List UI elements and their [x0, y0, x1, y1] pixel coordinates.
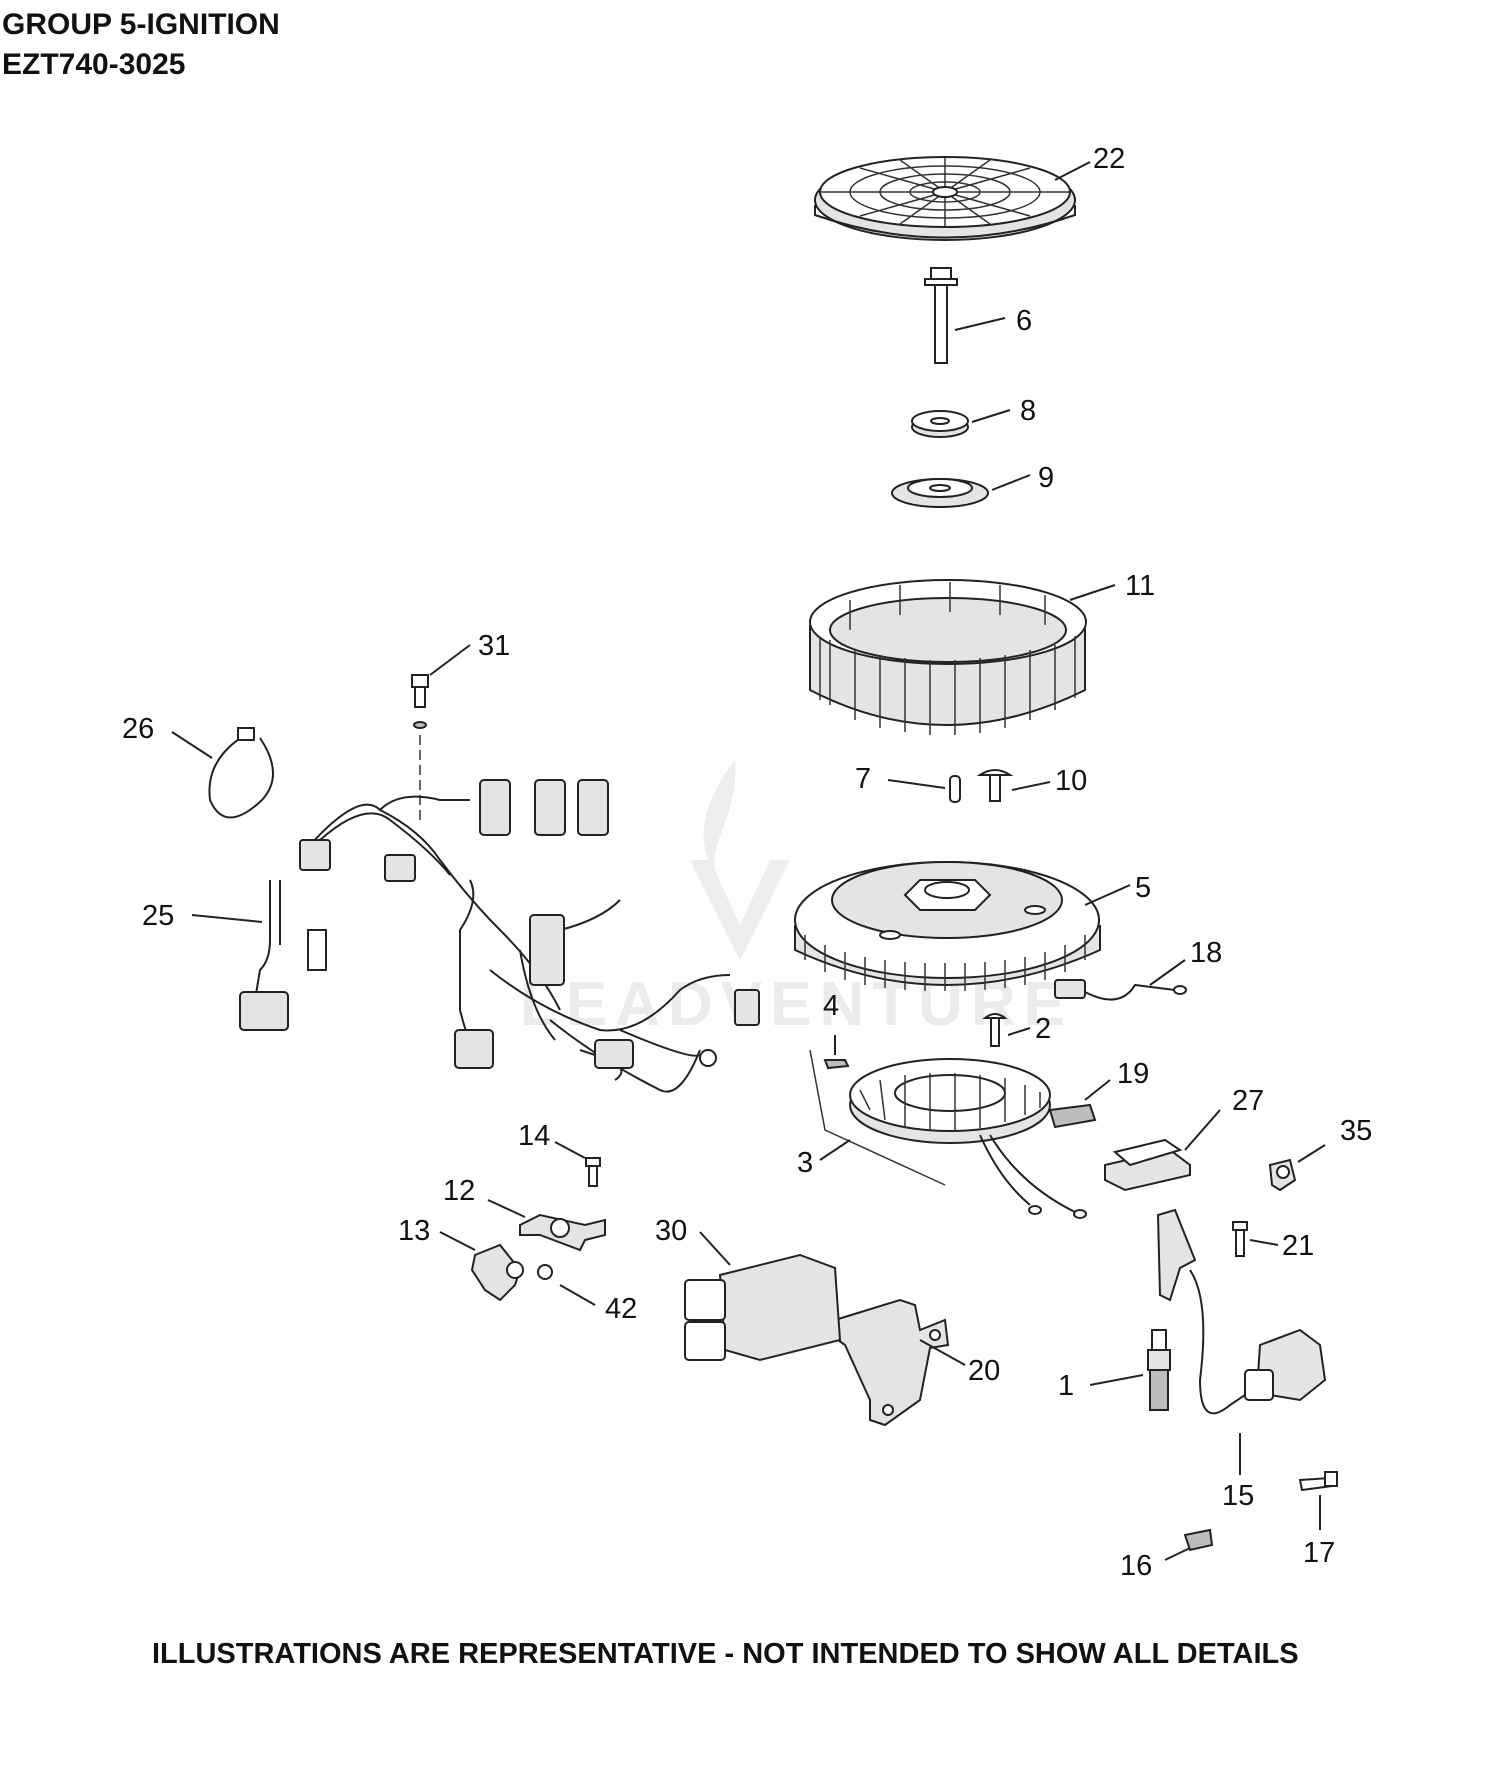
callout-16: 16 — [1120, 1550, 1152, 1582]
part-9-spring-washer[interactable] — [891, 478, 989, 508]
callout-20: 20 — [968, 1355, 1000, 1387]
part-2-screw[interactable] — [982, 1013, 1008, 1047]
disclaimer-footer: ILLUSTRATIONS ARE REPRESENTATIVE - NOT I… — [152, 1638, 1299, 1670]
part-15-ignition-coil[interactable] — [1156, 1208, 1327, 1415]
callout-12: 12 — [443, 1175, 475, 1207]
part-31-screw[interactable] — [411, 674, 429, 820]
part-19-rectifier[interactable] — [1048, 1103, 1097, 1129]
callout-35: 35 — [1340, 1115, 1372, 1147]
callout-8: 8 — [1020, 395, 1036, 427]
callout-9: 9 — [1038, 462, 1054, 494]
part-16-clip[interactable] — [1183, 1528, 1214, 1552]
part-12-sensor-bracket[interactable] — [519, 1213, 606, 1252]
part-5-flywheel[interactable] — [794, 861, 1101, 991]
part-11-cooling-fan[interactable] — [809, 579, 1087, 735]
callout-4: 4 — [823, 990, 839, 1022]
part-42-o-ring[interactable] — [537, 1264, 553, 1280]
part-26-tie-strap[interactable] — [208, 727, 274, 819]
callout-5: 5 — [1135, 872, 1151, 904]
callout-25: 25 — [142, 900, 174, 932]
part-13-sensor[interactable] — [470, 1243, 524, 1302]
callout-10: 10 — [1055, 765, 1087, 797]
part-22-flywheel-screen[interactable] — [814, 156, 1076, 241]
part-17-bolt[interactable] — [1298, 1471, 1338, 1492]
callout-19: 19 — [1117, 1058, 1149, 1090]
part-30-control-module[interactable] — [684, 1253, 842, 1362]
callout-7: 7 — [855, 763, 871, 795]
callout-42: 42 — [605, 1293, 637, 1325]
part-25-wiring-harness[interactable] — [239, 779, 760, 1093]
part-6-flywheel-bolt[interactable] — [924, 267, 958, 364]
part-35-clamp[interactable] — [1268, 1158, 1297, 1192]
callout-21: 21 — [1282, 1230, 1314, 1262]
part-10-screw[interactable] — [976, 769, 1014, 802]
part-7-flywheel-key[interactable] — [949, 775, 961, 803]
callout-13: 13 — [398, 1215, 430, 1247]
part-3-stator[interactable] — [849, 1058, 1087, 1219]
callout-27: 27 — [1232, 1085, 1264, 1117]
callout-31: 31 — [478, 630, 510, 662]
callout-14: 14 — [518, 1120, 550, 1152]
part-4-wire-clip[interactable] — [823, 1059, 850, 1070]
callout-11: 11 — [1125, 570, 1155, 602]
part-18-ground-lead[interactable] — [1054, 979, 1187, 1001]
part-27-regulator[interactable] — [1104, 1138, 1191, 1192]
callout-17: 17 — [1303, 1537, 1335, 1569]
callout-2: 2 — [1035, 1013, 1051, 1045]
part-20-bracket[interactable] — [833, 1298, 950, 1427]
callout-1: 1 — [1058, 1370, 1074, 1402]
part-14-screw[interactable] — [585, 1157, 601, 1187]
callout-26: 26 — [122, 713, 154, 745]
callout-22: 22 — [1093, 143, 1125, 175]
part-21-screw[interactable] — [1232, 1221, 1248, 1257]
callout-6: 6 — [1016, 305, 1032, 337]
callout-15: 15 — [1222, 1480, 1254, 1512]
callout-30: 30 — [655, 1215, 687, 1247]
part-8-washer[interactable] — [911, 410, 969, 438]
page-title: GROUP 5-IGNITION — [2, 8, 280, 41]
part-1-spark-plug[interactable] — [1147, 1329, 1171, 1411]
model-number: EZT740-3025 — [2, 48, 186, 81]
callout-3: 3 — [797, 1147, 813, 1179]
callout-18: 18 — [1190, 937, 1222, 969]
